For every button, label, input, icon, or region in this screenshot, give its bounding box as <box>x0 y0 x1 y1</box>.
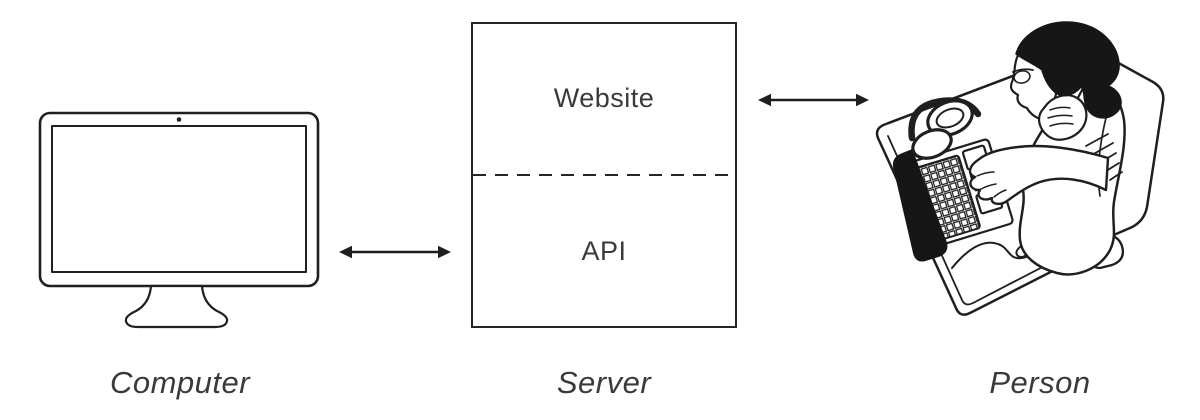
server-person-arrow-icon <box>758 93 869 107</box>
desktop-monitor-icon <box>38 111 320 329</box>
api-label: API <box>581 235 627 266</box>
person-label: Person <box>989 365 1091 400</box>
website-label: Website <box>553 83 655 114</box>
person-at-desk-icon <box>875 21 1165 316</box>
computer-label: Computer <box>109 365 251 400</box>
server-api-section: API <box>473 176 735 326</box>
server-box: Website API <box>471 22 737 328</box>
server-label: Server <box>556 365 652 400</box>
server-divider <box>473 173 735 177</box>
server-website-section: Website <box>473 24 735 174</box>
computer-server-arrow-icon <box>339 245 451 259</box>
